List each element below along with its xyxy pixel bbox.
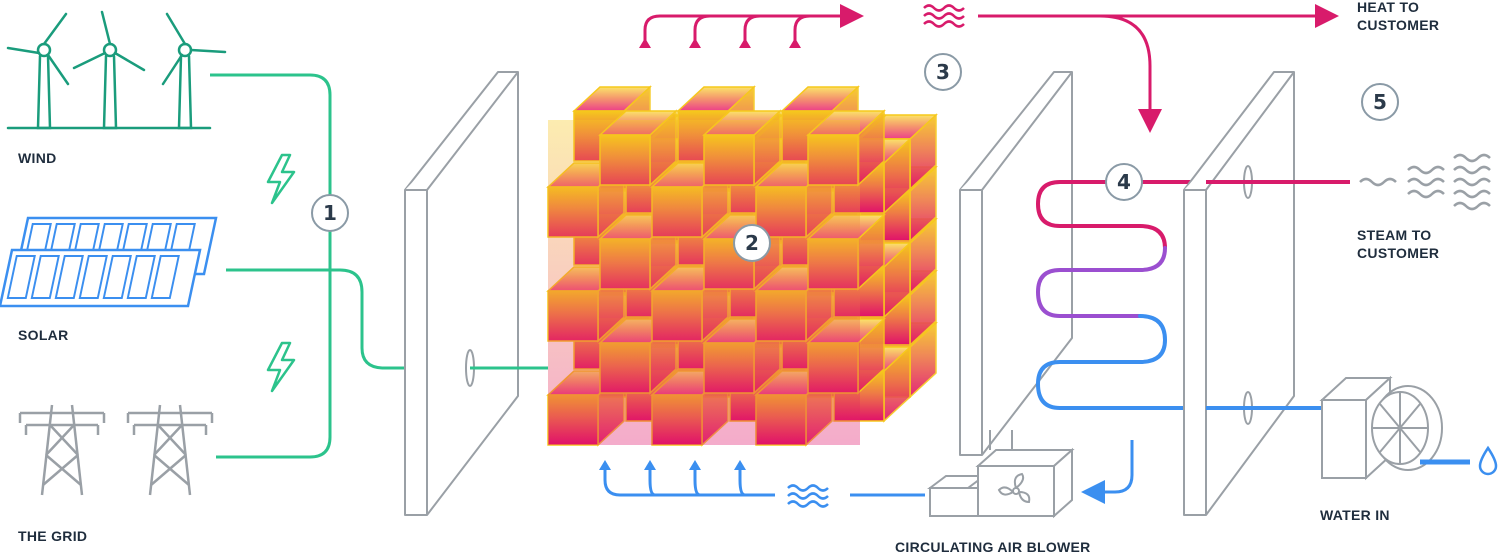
steam-to-customer-label-2: CUSTOMER [1357,245,1439,261]
block-heat-gradient [548,120,860,445]
heat-to-customer-label-2: CUSTOMER [1357,17,1439,33]
thermal-storage-blocks [546,85,938,447]
water-pump [1319,375,1470,481]
power-lines [210,73,408,459]
fan-icon [1371,385,1443,471]
solar-label: SOLAR [18,327,69,343]
wind-turbine-icon [6,10,227,130]
step-5-marker: 5 [1361,83,1399,121]
right-frame-plate [1183,71,1350,516]
lightning-icon [266,153,296,393]
step-2-marker: 2 [733,224,771,262]
steam-coil [1035,180,1192,410]
solar-panel-icon [0,216,218,308]
cool-air-wave-icon [787,484,829,508]
blower-label: CIRCULATING AIR BLOWER [895,539,1091,555]
water-in-label: WATER IN [1320,507,1390,523]
heat-to-customer-label-1: HEAT TO [1357,0,1419,15]
middle-frame-plate [959,71,1073,456]
step-3-marker: 3 [924,53,962,91]
step-4-marker: 4 [1105,163,1143,201]
svg-text:3: 3 [936,60,950,84]
heat-wave-icon [923,4,965,28]
svg-text:5: 5 [1373,90,1387,114]
wind-label: WIND [18,150,57,166]
left-frame-plate [404,71,548,516]
steam-icon [1359,153,1491,211]
fan-icon [997,472,1031,504]
heat-out-flow [639,4,1339,133]
step-1-marker: 1 [311,194,349,232]
transmission-tower-icon [18,404,214,496]
steam-to-customer-label-1: STEAM TO [1357,227,1431,243]
svg-text:2: 2 [745,231,759,255]
circulating-air-blower [927,430,1075,519]
svg-text:1: 1 [323,201,337,225]
water-drop-icon [1478,445,1498,476]
svg-text:4: 4 [1117,170,1131,194]
grid-label: THE GRID [18,528,87,544]
air-return-flow [599,440,1134,504]
